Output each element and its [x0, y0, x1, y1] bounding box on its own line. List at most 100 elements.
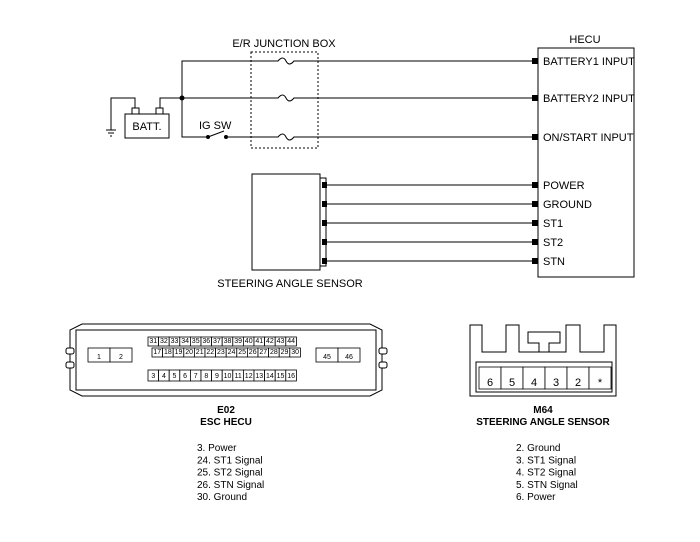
pin-number: 6 — [487, 377, 493, 389]
pin-number: 4 — [531, 377, 537, 389]
pin-number: 11 — [234, 373, 241, 380]
pin-number: 25 — [238, 349, 246, 356]
pin-number: 34 — [181, 338, 189, 345]
connector-m64-pins: 6 5 4 3 2 * — [478, 366, 612, 390]
pin-cell — [337, 347, 361, 363]
pin-number: 10 — [224, 373, 232, 380]
junction-box-title: E/R JUNCTION BOX — [232, 38, 336, 50]
pin-number: 30 — [291, 349, 299, 356]
ig-switch-icon — [207, 130, 225, 138]
pin-number: 18 — [164, 349, 172, 356]
pin-number: 35 — [192, 338, 200, 345]
pin-number: 36 — [202, 338, 210, 345]
pin-description: 6. Power — [516, 492, 556, 503]
pin-cell — [109, 347, 133, 363]
pin-number: 44 — [287, 338, 295, 345]
connector-e02-name: ESC HECU — [200, 417, 252, 428]
fuse-icon — [274, 94, 298, 102]
pin-number: 23 — [217, 349, 225, 356]
pin-number: 27 — [259, 349, 267, 356]
junction-box: E/R JUNCTION BOX — [232, 38, 336, 149]
pin-number: 2 — [575, 377, 581, 389]
pin-description: 26. STN Signal — [197, 480, 264, 491]
pin-number: 12 — [245, 373, 253, 380]
connector-m64-face — [475, 361, 613, 393]
pin-number: * — [598, 377, 603, 389]
connector-m64-latch — [527, 331, 561, 353]
ig-switch-label: IG SW — [199, 120, 232, 132]
pin-cell — [285, 369, 297, 382]
battery-terminal-pos — [155, 107, 164, 115]
pin-cell — [289, 347, 301, 358]
pin-number: 3 — [151, 373, 155, 380]
pin-number: 31 — [149, 338, 157, 345]
connector-e02-face — [75, 329, 377, 391]
pin-number: 28 — [270, 349, 278, 356]
pin-number: 33 — [171, 338, 179, 345]
ig-switch-contact — [224, 135, 228, 139]
junction-box-outline — [250, 51, 319, 149]
pin-number: 2 — [119, 354, 123, 361]
pin-cell — [588, 366, 612, 390]
pin-number: 4 — [162, 373, 166, 380]
steering-angle-sensor: STEERING ANGLE SENSOR — [217, 173, 363, 290]
connector-e02-code: E02 — [217, 405, 235, 416]
battery-label: BATT. — [132, 121, 161, 133]
pin-description: 4. ST2 Signal — [516, 468, 576, 479]
hecu-signal-label: ST2 — [543, 237, 563, 249]
pin-number: 6 — [183, 373, 187, 380]
pin-description: 30. Ground — [197, 492, 247, 503]
pin-number: 42 — [266, 338, 274, 345]
hecu-input-label: BATTERY2 INPUT — [543, 93, 635, 105]
pin-description: 5. STN Signal — [516, 480, 578, 491]
battery-group: BATT. — [106, 97, 170, 139]
hecu-input-label: ON/START INPUT — [543, 132, 634, 144]
pin-number: 5 — [173, 373, 177, 380]
pin-cell — [285, 336, 297, 347]
battery-terminal-neg — [131, 107, 140, 115]
pin-number: 9 — [215, 373, 219, 380]
pin-number: 13 — [255, 373, 263, 380]
pin-number: 1 — [97, 354, 101, 361]
connector-m64-shell — [469, 324, 617, 397]
pin-number: 5 — [509, 377, 515, 389]
pin-number: 19 — [175, 349, 183, 356]
battery — [124, 113, 170, 139]
pin-description: 25. ST2 Signal — [197, 468, 263, 479]
sensor-box — [251, 173, 321, 271]
ground-wire — [110, 97, 136, 130]
pin-description: 24. ST1 Signal — [197, 455, 263, 466]
pin-number: 20 — [185, 349, 193, 356]
hecu-signal-label: STN — [543, 256, 565, 268]
fuse-icon — [274, 133, 298, 141]
pin-number: 17 — [153, 349, 161, 356]
pin-number: 38 — [224, 338, 232, 345]
pin-description: 3. ST1 Signal — [516, 455, 576, 466]
pin-description: 2. Ground — [516, 443, 560, 454]
pin-number: 40 — [245, 338, 253, 345]
pin-number: 3 — [553, 377, 559, 389]
hecu-input-label: BATTERY1 INPUT — [543, 56, 635, 68]
pin-number: 7 — [194, 373, 198, 380]
pin-number: 32 — [160, 338, 168, 345]
hecu-signal-label: GROUND — [543, 199, 592, 211]
hecu-title: HECU — [569, 34, 600, 46]
hecu-signal-label: POWER — [543, 180, 585, 192]
power-wires: IG SW — [159, 60, 274, 139]
pin-number: 37 — [213, 338, 221, 345]
pin-number: 45 — [323, 354, 331, 361]
hecu-box — [537, 47, 635, 278]
hecu-signal-label: ST1 — [543, 218, 563, 230]
pin-number: 46 — [345, 354, 353, 361]
connector-m64-code: M64 — [533, 405, 553, 416]
fuse-icon — [274, 57, 298, 65]
pin-number: 8 — [204, 373, 208, 380]
sensor-title: STEERING ANGLE SENSOR — [217, 278, 363, 290]
pin-number: 21 — [196, 349, 204, 356]
hecu-module: HECU BATTERY1 INPUT BATTERY2 INPUT ON/ST… — [532, 34, 635, 278]
pin-number: 39 — [234, 338, 242, 345]
